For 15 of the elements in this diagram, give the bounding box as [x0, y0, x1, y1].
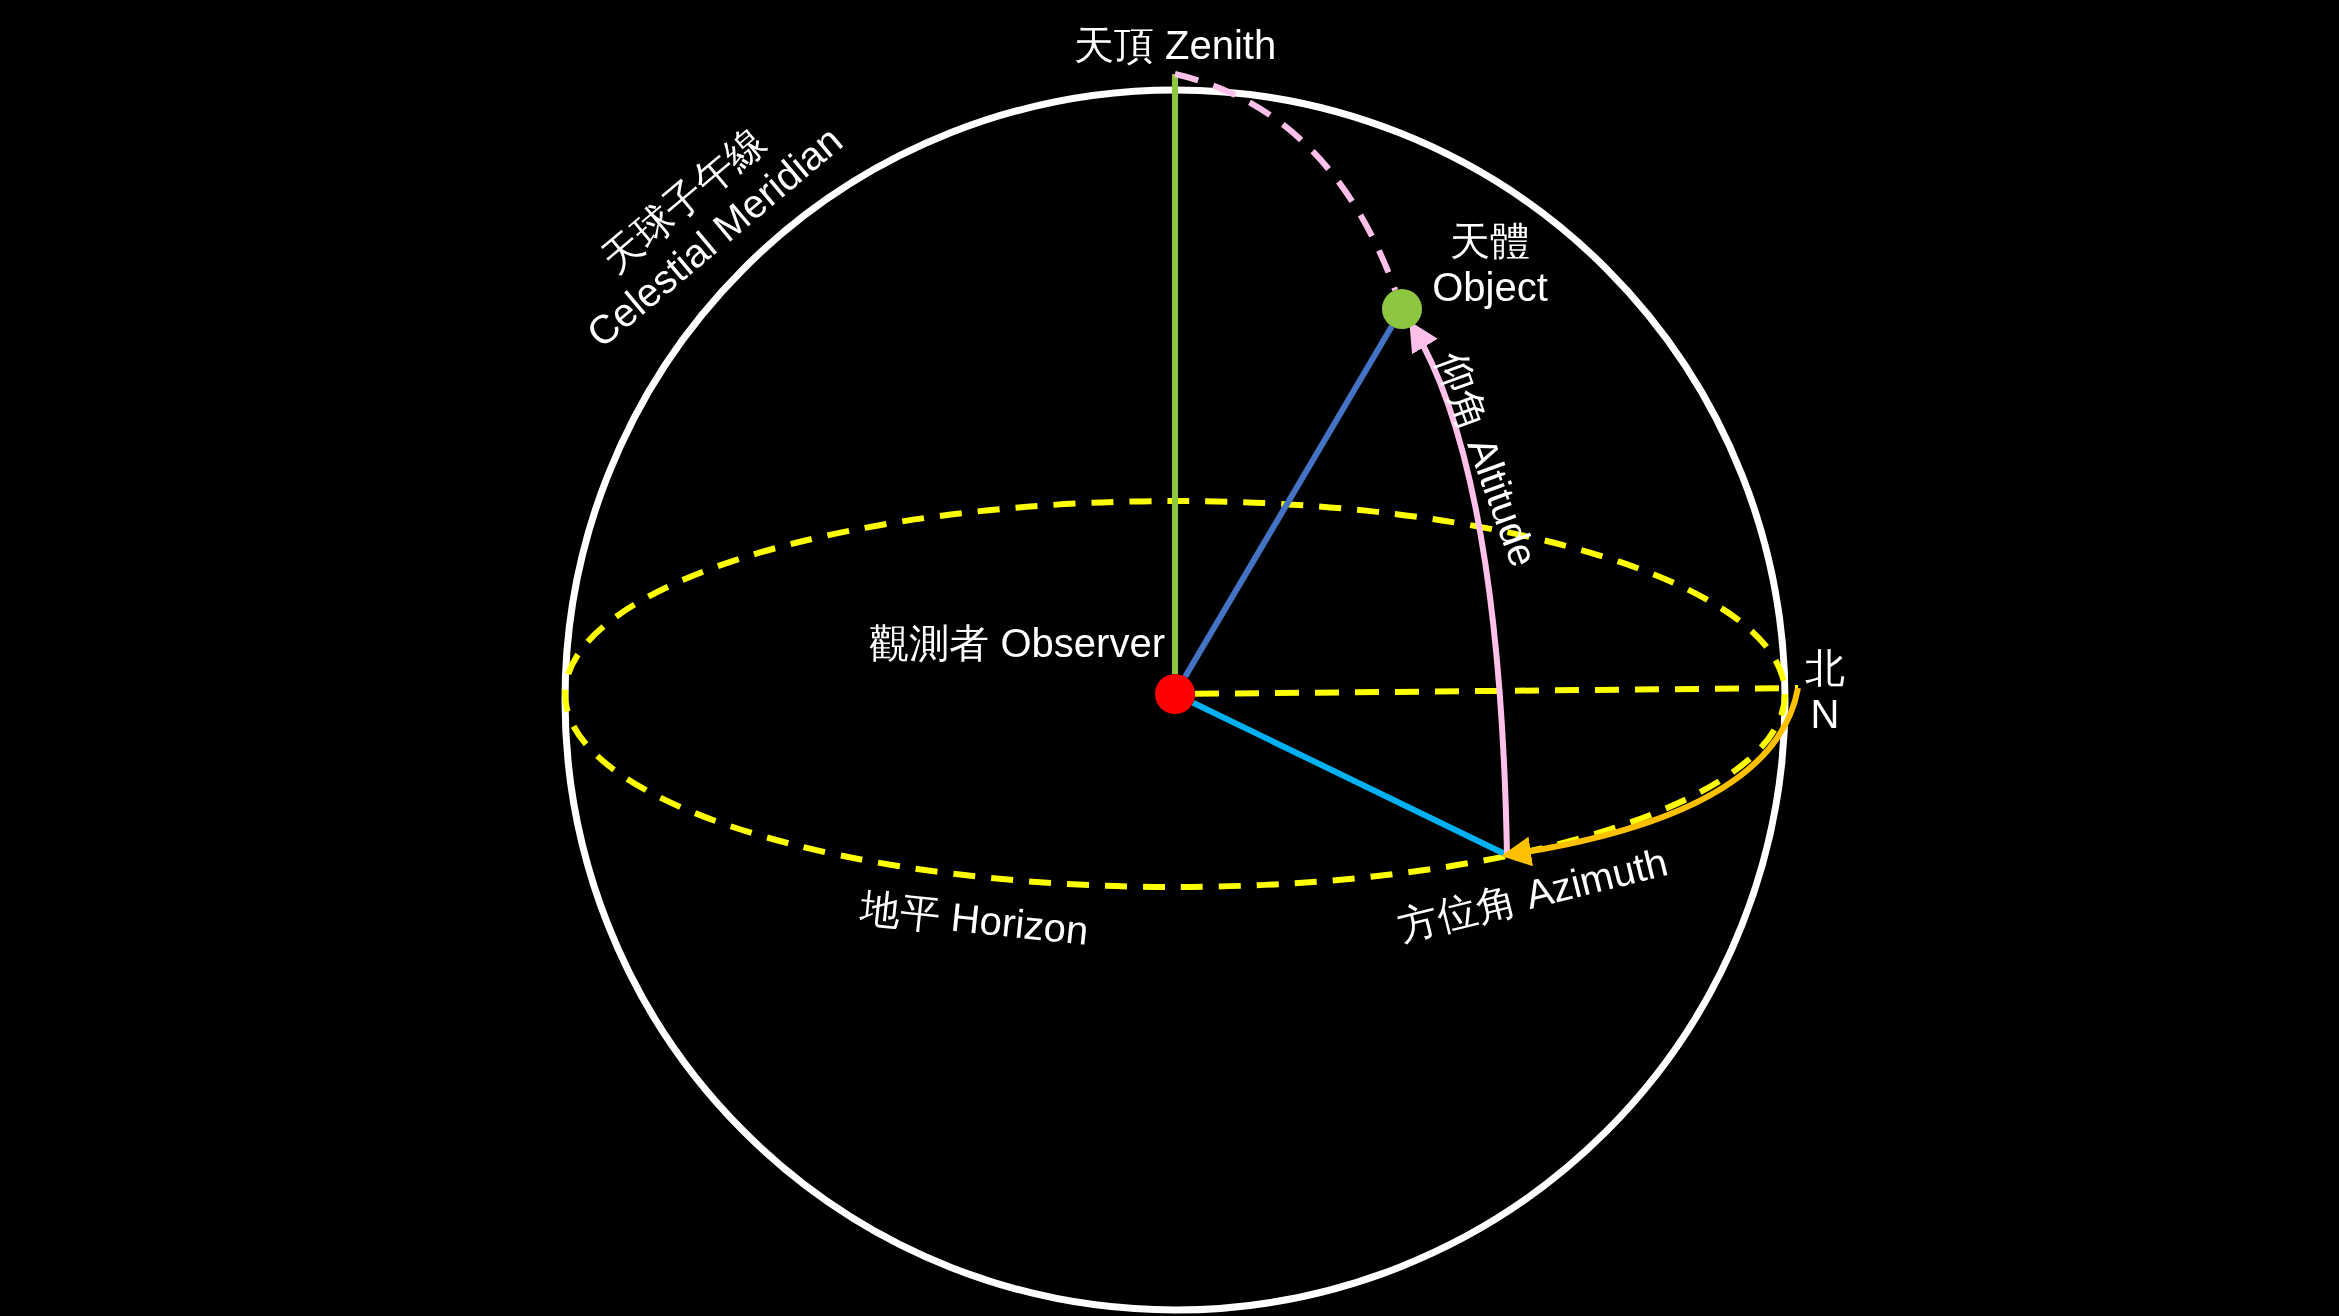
node-caption: 天體 Object	[1431, 218, 1549, 310]
point-dot	[1155, 674, 1195, 714]
horizon-label: 地平 Horizon	[858, 884, 1091, 955]
connector-line	[1182, 324, 1395, 679]
node-caption: 觀測者 Observer	[868, 620, 1165, 666]
connector-line	[1172, 74, 1178, 674]
point-label: 天頂 Zenith	[1060, 22, 1290, 68]
edge-label: 仰角 Altitude	[1427, 345, 1548, 573]
connector-line	[1191, 700, 1509, 858]
point-dot	[1382, 289, 1422, 329]
point-label: 北 N	[1800, 645, 1850, 737]
connector-line	[1174, 71, 1398, 292]
edge-label: 方位角 Azimuth	[1393, 838, 1673, 951]
connector-line	[1194, 685, 1799, 697]
arrow	[1501, 687, 1801, 866]
